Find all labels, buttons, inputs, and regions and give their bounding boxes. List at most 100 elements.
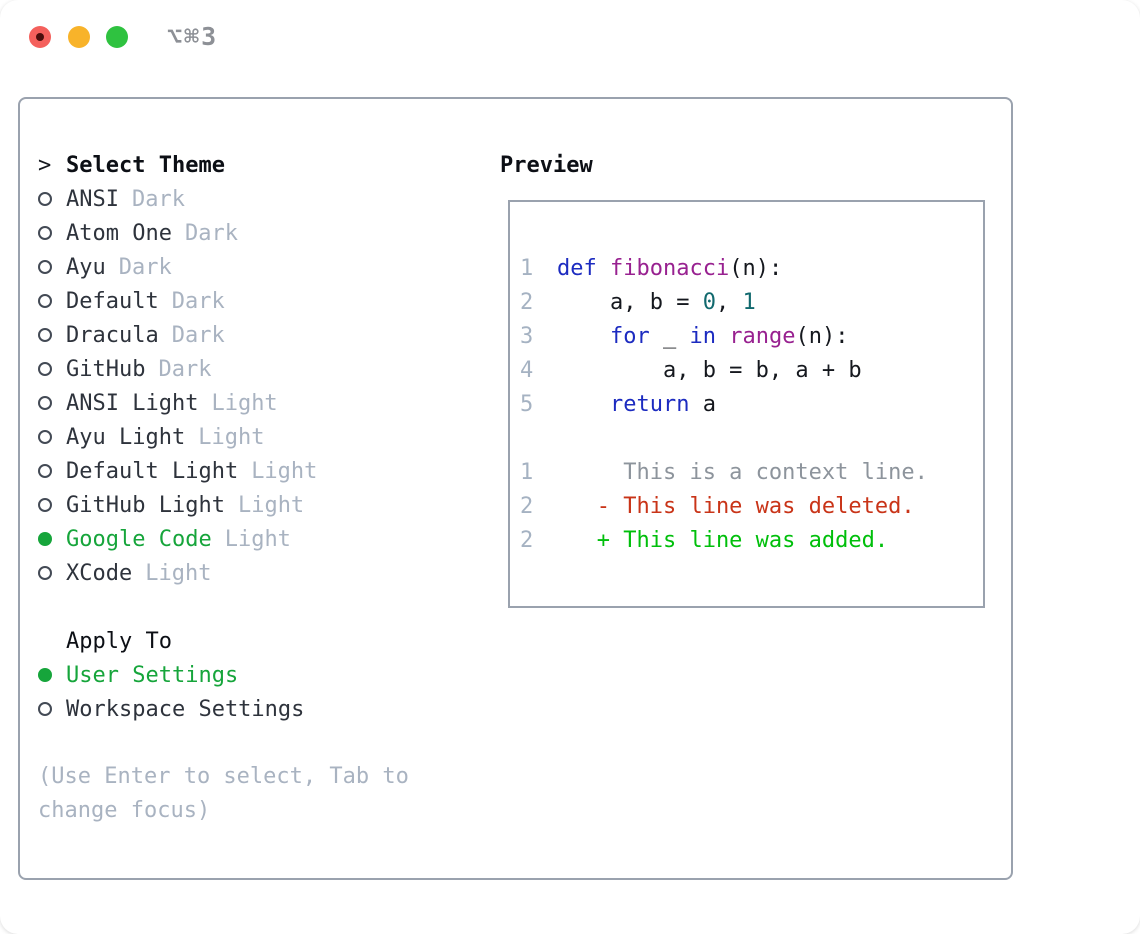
line-number: 2 xyxy=(520,493,534,519)
selection-prompt-icon: > xyxy=(38,153,66,178)
radio-icon xyxy=(38,702,66,716)
window-title: ⌥⌘3 xyxy=(167,22,219,51)
theme-variant: Dark xyxy=(131,186,185,212)
theme-name: GitHub Light xyxy=(66,492,225,518)
theme-variant: Light xyxy=(237,492,305,518)
theme-name: ANSI Light xyxy=(66,390,199,416)
apply-option-label: Workspace Settings xyxy=(66,696,305,722)
radio-icon xyxy=(38,498,66,512)
radio-icon xyxy=(38,362,66,376)
line-content: This is a context line. xyxy=(557,459,928,485)
theme-name: Default Light xyxy=(66,458,239,484)
radio-icon xyxy=(38,430,66,444)
line-number: 2 xyxy=(520,527,534,553)
diff-preview: 1 This is a context line.2 - This line w… xyxy=(520,455,983,557)
line-number: 1 xyxy=(520,255,534,281)
blank-line xyxy=(520,421,983,455)
theme-option-xcode[interactable]: XCode Light xyxy=(38,556,478,590)
apply-option-user-settings[interactable]: User Settings xyxy=(38,658,478,692)
line-number: 2 xyxy=(520,289,534,315)
theme-name: Dracula xyxy=(66,322,159,348)
theme-list-header: Select Theme xyxy=(66,152,225,178)
theme-name: Ayu xyxy=(66,254,106,280)
theme-name: Atom One xyxy=(66,220,172,246)
theme-option-default-light[interactable]: Default Light Light xyxy=(38,454,478,488)
theme-option-ansi[interactable]: ANSI Dark xyxy=(38,182,478,216)
line-number: 4 xyxy=(520,357,534,383)
apply-option-workspace-settings[interactable]: Workspace Settings xyxy=(38,692,478,726)
theme-name: GitHub xyxy=(66,356,146,382)
zoom-button[interactable] xyxy=(106,26,128,48)
preview-header: Preview xyxy=(500,152,593,178)
apply-to-header: Apply To xyxy=(66,628,172,654)
radio-icon xyxy=(38,192,66,206)
theme-option-dracula[interactable]: Dracula Dark xyxy=(38,318,478,352)
theme-variant: Light xyxy=(211,390,278,416)
diff-line: 1 This is a context line. xyxy=(520,455,983,489)
theme-variant: Dark xyxy=(158,356,212,382)
theme-option-github[interactable]: GitHub Dark xyxy=(38,352,478,386)
apply-option-label: User Settings xyxy=(66,662,239,688)
theme-name: Default xyxy=(66,288,159,314)
radio-icon xyxy=(38,260,66,274)
radio-icon xyxy=(38,566,66,580)
preview-header-row: Preview xyxy=(500,148,593,182)
hint-text: (Use Enter to select, Tab to change focu… xyxy=(38,764,409,823)
theme-name: XCode xyxy=(66,560,133,586)
theme-option-google-code[interactable]: Google Code Light xyxy=(38,522,478,556)
code-line: 5 return a xyxy=(520,387,983,421)
theme-variant: Dark xyxy=(171,322,225,348)
minimize-button[interactable] xyxy=(68,26,90,48)
prompt-char: > xyxy=(38,152,52,178)
line-content: def fibonacci(n): xyxy=(557,255,783,281)
theme-variant: Dark xyxy=(118,254,172,280)
theme-variant: Light xyxy=(224,526,291,552)
radio-icon xyxy=(38,464,66,478)
radio-icon xyxy=(38,294,66,308)
theme-variant: Light xyxy=(198,424,265,450)
line-content: for _ in range(n): xyxy=(609,323,849,349)
apply-to-header-row: Apply To xyxy=(38,624,478,658)
theme-option-github-light[interactable]: GitHub Light Light xyxy=(38,488,478,522)
theme-variant: Light xyxy=(251,458,318,484)
radio-selected-icon xyxy=(38,532,66,546)
diff-line: 2 + This line was added. xyxy=(520,523,983,557)
theme-option-ayu-light[interactable]: Ayu Light Light xyxy=(38,420,478,454)
theme-name: Ayu Light xyxy=(66,424,186,450)
spacer xyxy=(38,590,478,624)
line-number: 1 xyxy=(520,459,534,485)
theme-variant: Light xyxy=(145,560,212,586)
line-content: a, b = 0, 1 xyxy=(557,289,756,315)
close-button-dot xyxy=(36,33,44,41)
theme-variant: Dark xyxy=(184,220,238,246)
radio-icon xyxy=(38,396,66,410)
line-content: - This line was deleted. xyxy=(557,493,915,519)
radio-selected-icon xyxy=(38,668,66,682)
line-content: return a xyxy=(609,391,716,417)
radio-icon xyxy=(38,328,66,342)
theme-variant: Dark xyxy=(171,288,225,314)
line-content: a, b = b, a + b xyxy=(557,357,862,383)
theme-name: Google Code xyxy=(66,526,212,552)
radio-icon xyxy=(38,226,66,240)
theme-option-ansi-light[interactable]: ANSI Light Light xyxy=(38,386,478,420)
close-button[interactable] xyxy=(29,26,51,48)
theme-option-default[interactable]: Default Dark xyxy=(38,284,478,318)
line-number: 3 xyxy=(520,323,534,349)
line-content: + This line was added. xyxy=(557,527,889,553)
code-line: 2 a, b = 0, 1 xyxy=(520,285,983,319)
theme-name: ANSI xyxy=(66,186,119,212)
theme-option-atom-one[interactable]: Atom One Dark xyxy=(38,216,478,250)
line-number: 5 xyxy=(520,391,534,417)
theme-option-ayu[interactable]: Ayu Dark xyxy=(38,250,478,284)
code-line: 1 def fibonacci(n): xyxy=(520,251,983,285)
code-line: 3 for _ in range(n): xyxy=(520,319,983,353)
diff-line: 2 - This line was deleted. xyxy=(520,489,983,523)
theme-list-header-row: > Select Theme xyxy=(38,148,478,182)
